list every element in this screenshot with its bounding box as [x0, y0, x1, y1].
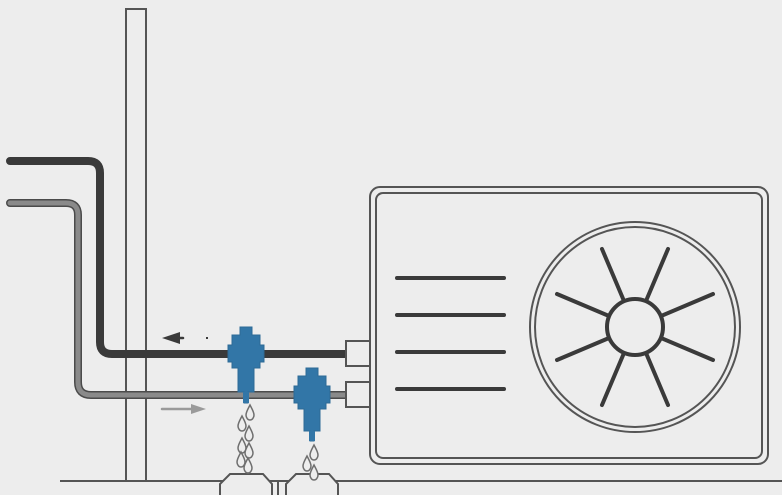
vent-lines — [395, 276, 506, 391]
lower-connection-stub — [345, 381, 373, 408]
water-drop-icon — [237, 414, 247, 432]
water-drop-icon — [309, 463, 319, 481]
upper-connection-stub — [345, 340, 373, 367]
water-drops-right — [302, 443, 319, 481]
left-drain-tray — [219, 473, 273, 495]
flow-arrows — [160, 332, 208, 414]
drain-trays — [219, 473, 339, 495]
piping — [6, 157, 350, 399]
water-drop-icon — [244, 424, 254, 442]
fan-icon — [529, 221, 741, 433]
left-arrow-icon — [162, 332, 208, 344]
wall — [125, 8, 147, 482]
water-drop-icon — [244, 441, 254, 459]
water-drop-icon — [245, 403, 255, 421]
water-drop-icon — [243, 456, 253, 474]
water-drop-icon — [309, 443, 319, 461]
light-pipe — [7, 200, 349, 398]
heat-pump-outdoor-unit-icon — [369, 186, 769, 465]
drain-valve-icon-right — [293, 367, 331, 442]
drain-valve-icon-left — [227, 326, 265, 404]
water-drop-icon — [302, 454, 312, 472]
dark-pipe — [6, 157, 350, 358]
water-drops-left — [236, 403, 255, 474]
right-arrow-icon — [160, 404, 206, 414]
water-drop-icon — [236, 450, 246, 468]
